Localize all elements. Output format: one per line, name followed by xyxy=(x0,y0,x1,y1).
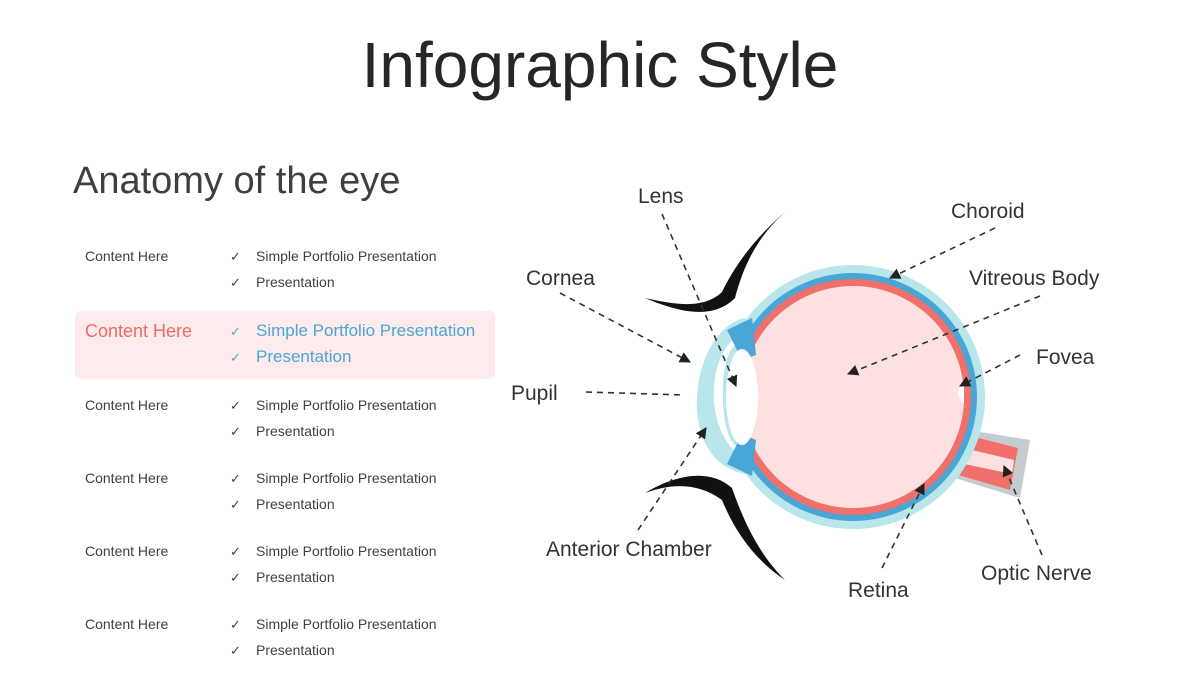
eye-anatomy-diagram: Lens Choroid Cornea Vitreous Body Fovea … xyxy=(511,185,1100,602)
iris-lower xyxy=(727,434,756,476)
list-item: Content Here ✓ Simple Portfolio Presentat… xyxy=(75,535,495,595)
upper-eyelid xyxy=(645,212,785,312)
anterior-chamber-leader xyxy=(637,427,707,531)
check-icon: ✓ xyxy=(230,472,241,487)
check-item-text: Presentation xyxy=(256,569,335,585)
check-item-text: Simple Portfolio Presentation xyxy=(256,616,437,632)
content-list: Content Here ✓ Simple Portfolio Presentat… xyxy=(75,240,495,681)
label-cornea: Cornea xyxy=(526,267,595,290)
anterior-chamber-shape xyxy=(715,332,748,458)
check-item-text: Presentation xyxy=(256,642,335,658)
label-pupil: Pupil xyxy=(511,382,558,405)
row-label: Content Here xyxy=(85,397,169,413)
vitreous-leader xyxy=(846,295,1041,376)
row-label: Content Here xyxy=(85,543,169,559)
list-item-highlighted: Content Here ✓ Simple Portfolio Presentat… xyxy=(75,311,495,379)
check-icon: ✓ xyxy=(230,644,241,659)
section-subtitle: Anatomy of the eye xyxy=(73,160,401,202)
label-retina: Retina xyxy=(848,579,909,602)
page-title: Infographic Style xyxy=(361,29,839,101)
label-optic-nerve: Optic Nerve xyxy=(981,562,1092,585)
label-fovea: Fovea xyxy=(1036,346,1095,369)
list-item: Content Here ✓ Simple Portfolio Presentat… xyxy=(75,608,495,668)
check-icon: ✓ xyxy=(230,399,241,414)
row-label: Content Here xyxy=(85,248,169,264)
row-label: Content Here xyxy=(85,321,193,341)
optic-nerve-leader xyxy=(1002,464,1043,556)
check-item-text: Simple Portfolio Presentation xyxy=(256,397,437,413)
check-icon: ✓ xyxy=(230,351,241,366)
lens-leader xyxy=(661,213,738,388)
check-icon: ✓ xyxy=(230,250,241,265)
row-label: Content Here xyxy=(85,616,169,632)
iris-upper xyxy=(727,318,756,360)
check-item-text: Simple Portfolio Presentation xyxy=(256,321,476,340)
label-vitreous-body: Vitreous Body xyxy=(969,267,1100,290)
check-item-text: Presentation xyxy=(256,496,335,512)
pupil-leader xyxy=(585,391,685,396)
label-lens: Lens xyxy=(638,185,684,208)
check-item-text: Presentation xyxy=(256,274,335,290)
list-item: Content Here ✓ Simple Portfolio Presentat… xyxy=(75,462,495,522)
list-item: Content Here ✓ Simple Portfolio Presentat… xyxy=(75,240,495,300)
lens-shape xyxy=(726,349,758,445)
check-icon: ✓ xyxy=(230,276,241,291)
fovea-leader xyxy=(959,354,1021,387)
check-item-text: Simple Portfolio Presentation xyxy=(256,470,437,486)
retina-leader xyxy=(881,482,925,569)
check-item-text: Presentation xyxy=(256,347,352,366)
check-item-text: Simple Portfolio Presentation xyxy=(256,543,437,559)
list-item: Content Here ✓ Simple Portfolio Presentat… xyxy=(75,389,495,449)
lower-eyelid xyxy=(645,475,785,580)
check-icon: ✓ xyxy=(230,498,241,513)
choroid-leader xyxy=(888,227,996,279)
label-choroid: Choroid xyxy=(951,200,1025,223)
row-label: Content Here xyxy=(85,470,169,486)
cornea-leader xyxy=(559,292,691,363)
check-icon: ✓ xyxy=(230,571,241,586)
cornea-shape xyxy=(696,318,752,474)
check-icon: ✓ xyxy=(230,325,241,340)
check-icon: ✓ xyxy=(230,618,241,633)
label-anterior-chamber: Anterior Chamber xyxy=(546,538,712,561)
check-item-text: Simple Portfolio Presentation xyxy=(256,248,437,264)
check-item-text: Presentation xyxy=(256,423,335,439)
check-icon: ✓ xyxy=(230,425,241,440)
vitreous-body xyxy=(742,286,964,508)
check-icon: ✓ xyxy=(230,545,241,560)
